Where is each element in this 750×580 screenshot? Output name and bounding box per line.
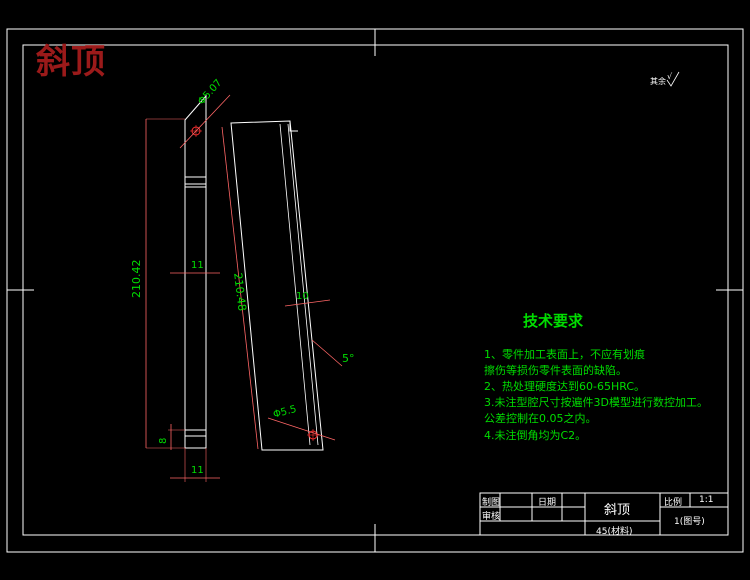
side-top-notch (289, 121, 298, 132)
side-length-dim-line (221, 126, 259, 450)
side-width-dim-line (284, 299, 331, 307)
title-block-material: 45(材料) (596, 527, 633, 537)
front-width-label: 11 (191, 260, 204, 271)
requirement-line: 公差控制在0.05之内。 (484, 412, 597, 425)
requirement-line: 4.未注倒角均为C2。 (484, 429, 587, 442)
title-block-date-label: 日期 (538, 498, 557, 508)
front-bottom-width-label: 11 (191, 465, 204, 476)
requirement-line: 1、零件加工表面上，不应有划痕 (484, 348, 645, 361)
sheet-inner-frame (22, 44, 729, 536)
roughness-symbol-text: √ (667, 72, 673, 81)
stamp-title: 斜顶 (36, 42, 106, 82)
front-step-label: 8 (158, 437, 169, 444)
side-hole-leader (267, 417, 336, 441)
sheet-outer-border (6, 28, 744, 553)
front-part-outline (184, 94, 207, 449)
title-block-quantity: 1(图号) (674, 517, 705, 527)
roughness-note: 其余 (650, 77, 666, 86)
requirements-title: 技术要求 (523, 312, 584, 330)
title-block-drawn-label: 制图 (482, 498, 501, 508)
title-block-scale-value: 1:1 (699, 495, 714, 505)
requirement-line: 擦伤等损伤零件表面的缺陷。 (484, 364, 627, 377)
requirement-line: 2、热处理硬度达到60-65HRC。 (484, 380, 646, 393)
title-block-scale-label: 比例 (664, 498, 683, 508)
side-inner-line (287, 123, 319, 446)
title-block-part-name: 斜顶 (604, 503, 631, 518)
title-block-check-label: 审核 (482, 512, 501, 522)
front-length-label: 210.42 (130, 259, 143, 299)
side-view (221, 120, 343, 451)
title-block-border (479, 492, 729, 536)
front-view (145, 94, 231, 482)
side-angle-label: 5° (342, 352, 355, 365)
requirement-line: 3.未注型腔尺寸按遍件3D模型进行数控加工。 (484, 396, 708, 409)
side-angle-leader (311, 339, 343, 367)
roughness-symbol (666, 71, 680, 87)
front-hole-leader (179, 94, 231, 149)
side-width-label: 10 (296, 291, 309, 302)
title-block (479, 492, 729, 536)
side-inner-line (279, 123, 311, 446)
side-part-outline (230, 120, 324, 451)
